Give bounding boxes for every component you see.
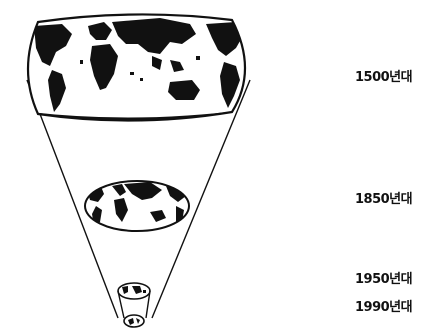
label-1850s: 1850년대 — [355, 188, 412, 207]
world-map-1990s — [124, 315, 144, 327]
label-1500s: 1500년대 — [355, 66, 412, 85]
world-map-1850s — [84, 181, 190, 236]
world-map-1950s — [118, 283, 150, 318]
label-1990s: 1990년대 — [355, 296, 412, 315]
label-1950s: 1950년대 — [355, 268, 412, 287]
world-map-1500s — [28, 14, 245, 130]
